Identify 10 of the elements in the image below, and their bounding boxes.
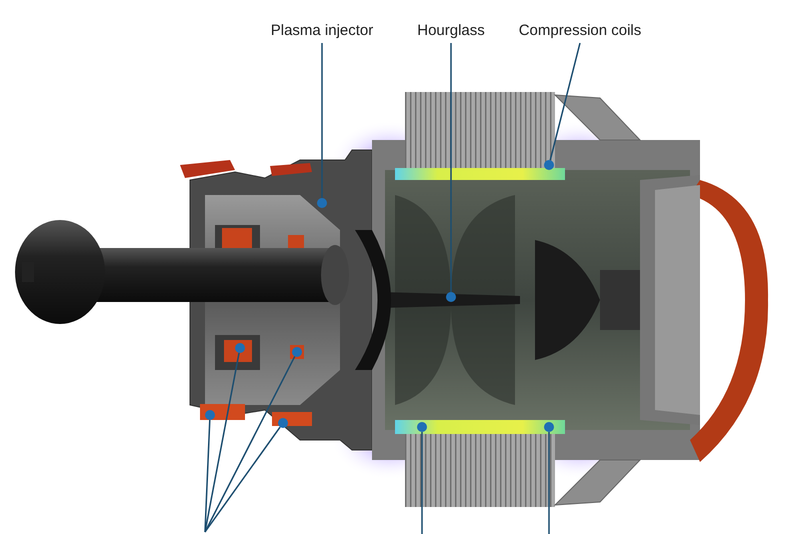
leader-line <box>204 426 281 532</box>
callout-label: Plasma injector <box>270 21 374 41</box>
leader-line <box>548 432 550 534</box>
leader-line <box>204 420 211 532</box>
callout-label: Hourglass <box>417 21 485 41</box>
leader-line <box>421 432 423 534</box>
leader-line <box>450 43 452 292</box>
callout-label: Compression coils <box>518 21 642 41</box>
leader-line <box>550 42 581 160</box>
leader-line <box>321 43 323 198</box>
